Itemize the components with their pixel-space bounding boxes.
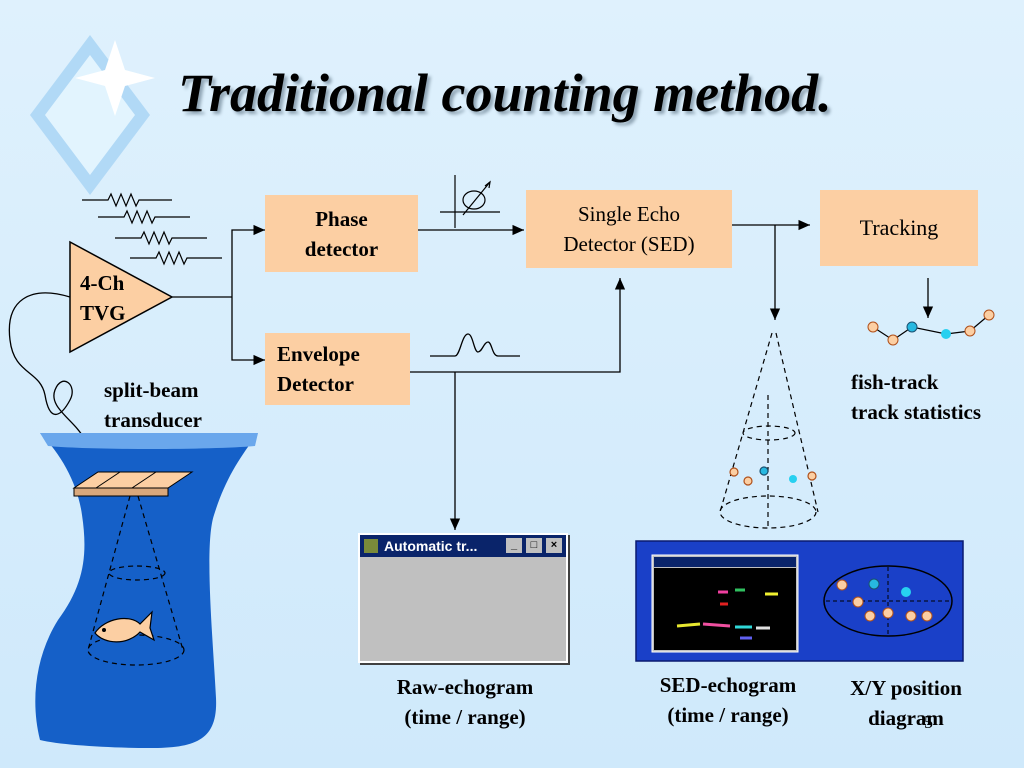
sed-echogram-window (651, 554, 799, 653)
fish-icon (94, 610, 156, 643)
slide-number: 5 (924, 712, 933, 732)
xy-position-diagram (823, 565, 953, 637)
phase-line1: Phase (315, 206, 368, 231)
tracking-label: Tracking (859, 215, 939, 240)
phase-icon (440, 175, 500, 228)
sed-line2: Detector (SED) (563, 232, 695, 256)
fish-track-chain (867, 309, 995, 346)
raw-window-titlebar: Automatic tr... _ □ × (360, 535, 566, 557)
phase-detector-box: Phase detector (265, 195, 418, 272)
envelope-line1: Envelope (277, 342, 360, 366)
envelope-line2: Detector (277, 372, 354, 396)
raw-echogram-window: Automatic tr... _ □ × (358, 533, 568, 663)
diamond-star-logo (30, 35, 155, 195)
water-body (35, 433, 258, 748)
slide-title: Traditional counting method. (178, 63, 832, 123)
resistor-icons (82, 192, 222, 266)
transducer-plate (72, 471, 194, 497)
app-icon (364, 539, 378, 553)
raw-window-title: Automatic tr... (384, 538, 478, 554)
sed-targets (729, 466, 817, 486)
pulse-icon (430, 333, 520, 357)
raw-echogram-label: Raw-echogram(time / range) (396, 675, 534, 729)
maximize-button[interactable]: □ (526, 538, 542, 553)
minimize-button[interactable]: _ (506, 538, 522, 553)
sed-line1: Single Echo (577, 202, 681, 226)
tracking-box: Tracking (820, 190, 978, 266)
phase-line2: detector (304, 236, 379, 261)
close-button[interactable]: × (546, 538, 562, 553)
sed-echogram-label: SED-echogram(time / range) (659, 673, 797, 727)
